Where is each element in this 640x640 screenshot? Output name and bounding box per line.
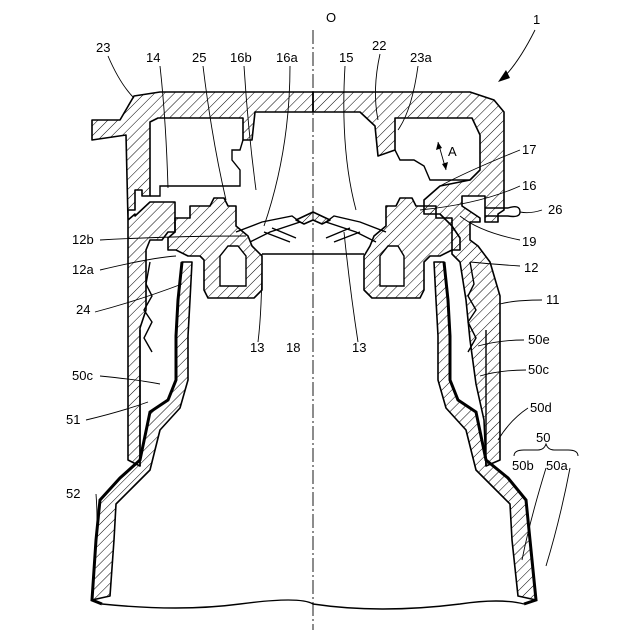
label-50b: 50b [512, 458, 534, 473]
label-axis-o: O [326, 10, 336, 25]
label-12: 12 [524, 260, 538, 275]
cap-inner-skirt-left [150, 140, 243, 196]
cap-inner-skirt-right [395, 150, 470, 180]
label-12b: 12b [72, 232, 94, 247]
label-50a: 50a [546, 458, 568, 473]
dimension-a-arrow-bottom [442, 162, 448, 170]
label-51: 51 [66, 412, 80, 427]
label-17: 17 [522, 142, 536, 157]
label-15: 15 [339, 50, 353, 65]
label-13-right: 13 [352, 340, 366, 355]
label-50d: 50d [530, 400, 552, 415]
label-fig-ref-1: 1 [533, 12, 540, 27]
label-16: 16 [522, 178, 536, 193]
label-23: 23 [96, 40, 110, 55]
label-50c-left: 50c [72, 368, 93, 383]
figure-ref-arrow [505, 30, 535, 76]
label-52: 52 [66, 486, 80, 501]
label-16a: 16a [276, 50, 298, 65]
label-50e: 50e [528, 332, 550, 347]
label-24: 24 [76, 302, 90, 317]
label-22: 22 [372, 38, 386, 53]
label-12a: 12a [72, 262, 94, 277]
dimension-a-arrow-top [436, 142, 442, 150]
valve-fins [264, 228, 360, 242]
label-50: 50 [536, 430, 550, 445]
label-23a: 23a [410, 50, 432, 65]
label-50c-right: 50c [528, 362, 549, 377]
label-11: 11 [546, 292, 560, 307]
spout-inner-channel-right [380, 246, 404, 286]
label-a: A [448, 144, 457, 159]
valve-slit-center [296, 212, 330, 224]
label-16b: 16b [230, 50, 252, 65]
spout-inner-channel-left [220, 246, 246, 286]
label-13-left: 13 [250, 340, 264, 355]
label-25: 25 [192, 50, 206, 65]
label-19: 19 [522, 234, 536, 249]
label-14: 14 [146, 50, 160, 65]
label-18: 18 [286, 340, 300, 355]
label-26: 26 [548, 202, 562, 217]
brace-50 [514, 444, 578, 456]
